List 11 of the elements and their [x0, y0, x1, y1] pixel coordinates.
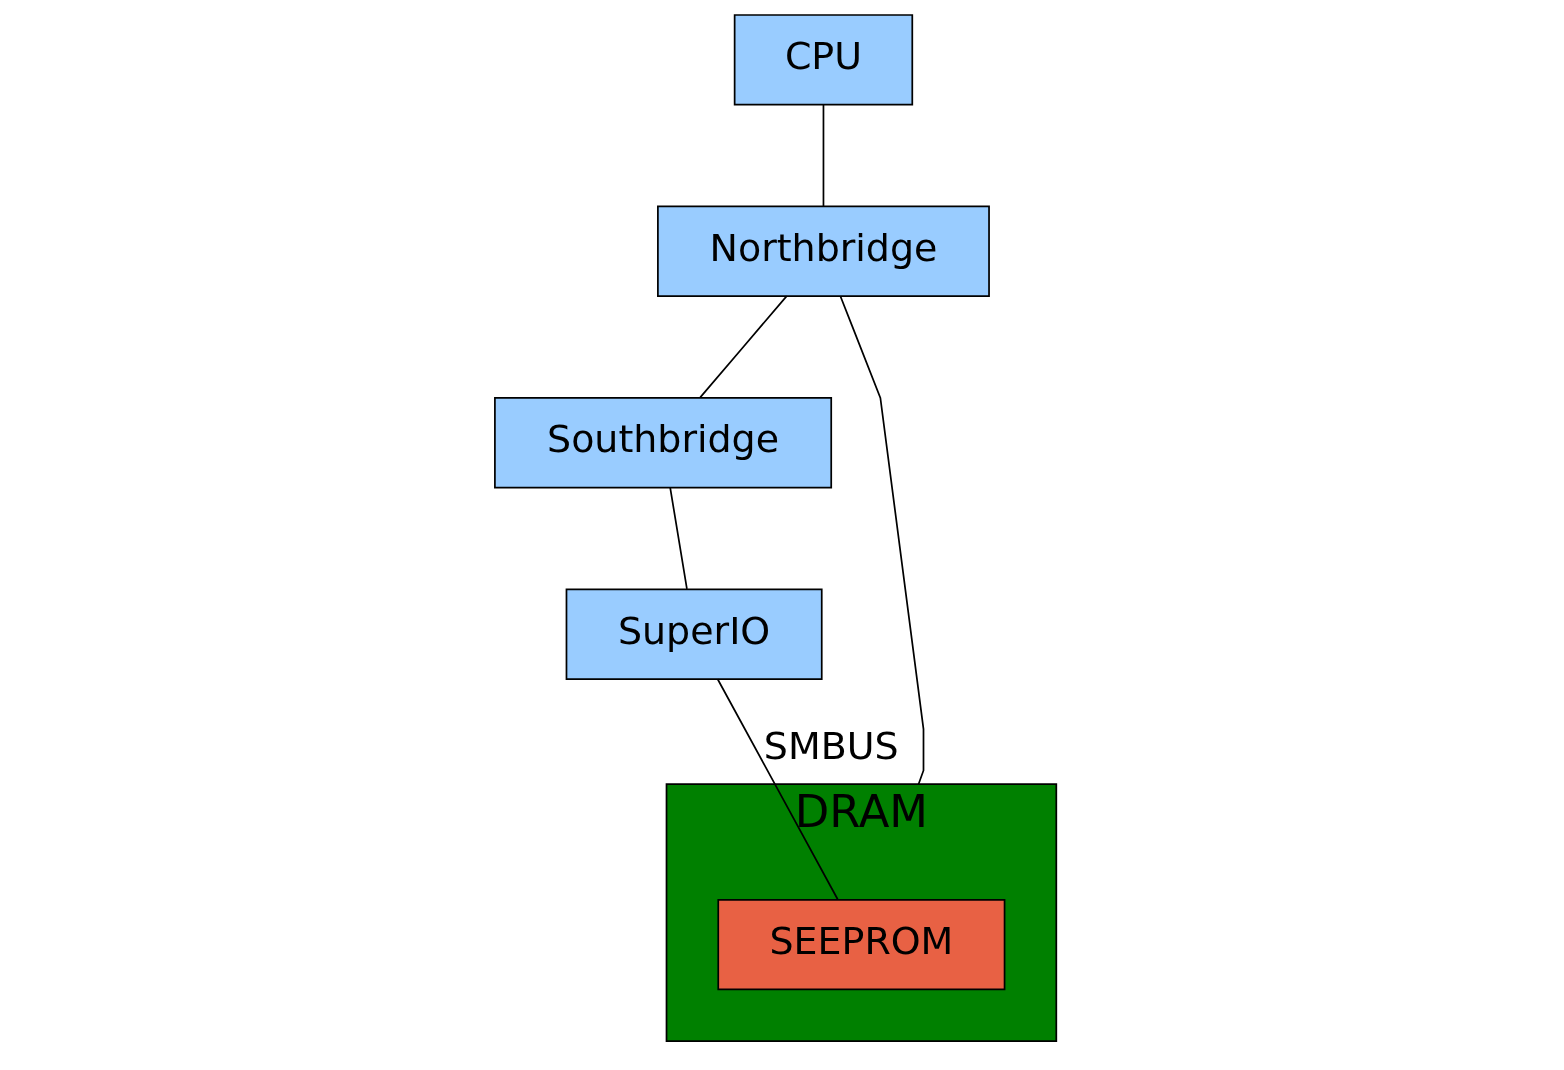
node-box: CPU [733, 14, 913, 106]
connector [839, 295, 924, 786]
node-box: SuperIO [565, 588, 823, 680]
edge-label: SMBUS [763, 724, 899, 769]
connector [698, 295, 787, 399]
connector [716, 678, 838, 901]
node-box: SEEPROM [716, 898, 1005, 991]
connector [668, 486, 688, 590]
node-box: Southbridge [493, 397, 832, 489]
connector [822, 103, 824, 207]
node-box: Northbridge [656, 205, 990, 297]
